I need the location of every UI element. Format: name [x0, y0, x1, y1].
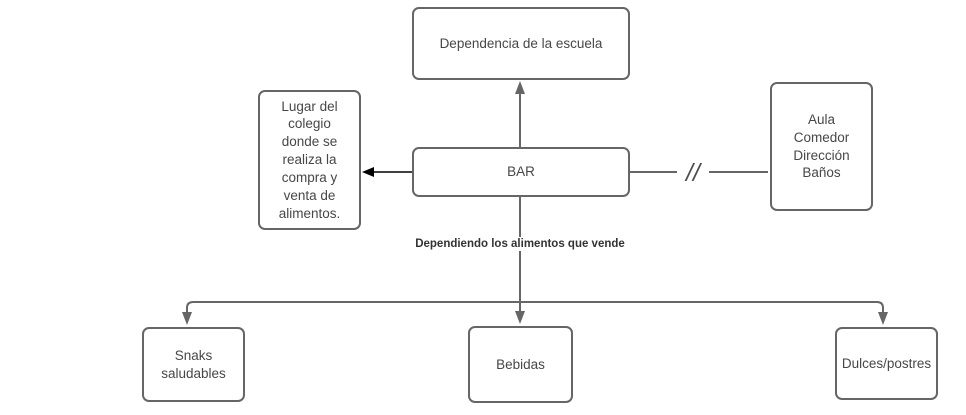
node-definition[interactable]: Lugar del colegio donde se realiza la co…: [258, 90, 361, 230]
branch-label: Dependiendo los alimentos que vende: [410, 237, 630, 251]
node-snacks[interactable]: Snaks saludables: [142, 327, 245, 402]
connector-bar-to-dependencia: [515, 81, 525, 147]
node-bar[interactable]: BAR: [412, 147, 630, 197]
node-dependencia[interactable]: Dependencia de la escuela: [412, 7, 630, 80]
arrowhead-down-sweets-icon: [878, 312, 888, 325]
arrowhead-down-drinks-icon: [515, 311, 525, 324]
connector-bar-to-definition: [362, 167, 412, 177]
arrowhead-down-snacks-icon: [182, 312, 192, 325]
break-symbol: //: [684, 159, 703, 187]
node-sweets[interactable]: Dulces/postres: [835, 327, 938, 400]
arrowhead-up-icon: [515, 81, 525, 94]
connector-bar-to-categories: [182, 197, 888, 325]
node-drinks[interactable]: Bebidas: [468, 326, 573, 403]
connector-bar-to-locations-broken: //: [630, 159, 768, 187]
node-locations[interactable]: Aula Comedor Dirección Baños: [770, 82, 873, 211]
arrowhead-left-icon: [362, 167, 374, 177]
